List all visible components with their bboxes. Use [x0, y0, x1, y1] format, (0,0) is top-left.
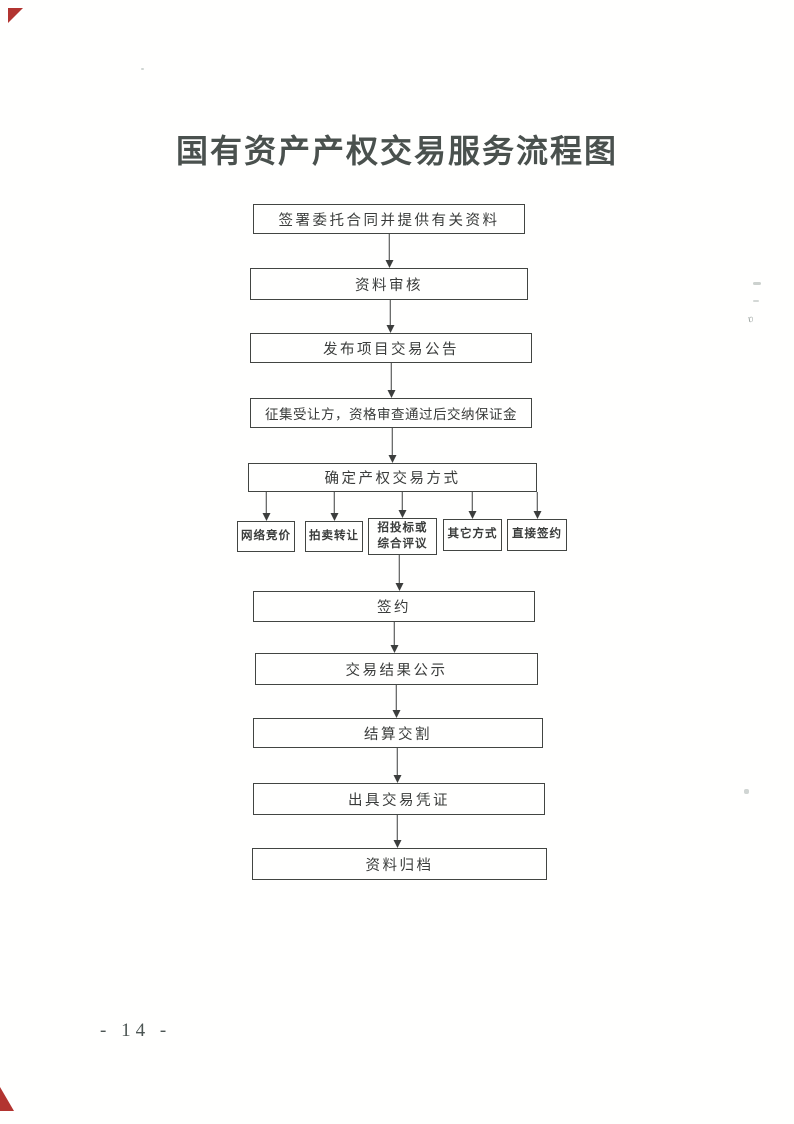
method-auction-transfer: 拍卖转让	[305, 521, 363, 552]
method-label-line1: 招投标或	[377, 521, 428, 534]
red-corner-mark-bottom-left	[0, 1087, 14, 1111]
flow-arrow	[392, 748, 403, 783]
flow-arrow-branch	[532, 492, 543, 519]
flow-arrow-branch	[467, 492, 478, 519]
red-corner-mark-top-left	[8, 8, 23, 23]
flow-arrow	[389, 622, 400, 653]
method-other: 其它方式	[443, 519, 502, 551]
step-result-publicity: 交易结果公示	[255, 653, 538, 685]
flow-arrow	[394, 555, 405, 591]
method-tender-or-evaluation: 招投标或 综合评议	[368, 518, 437, 555]
page-number: - 14 -	[100, 1020, 172, 1041]
flow-arrow	[386, 363, 397, 398]
scan-artifact	[753, 282, 761, 285]
flow-arrow	[384, 234, 395, 268]
flow-arrow	[392, 815, 403, 848]
step-material-review: 资料审核	[250, 268, 528, 300]
step-sign-agreement: 签约	[253, 591, 535, 622]
flow-arrow	[385, 300, 396, 333]
step-solicit-transferees: 征集受让方，资格审查通过后交纳保证金	[250, 398, 532, 428]
scan-artifact	[141, 68, 144, 70]
scan-artifact: ʋ	[747, 312, 754, 326]
step-archive: 资料归档	[252, 848, 547, 880]
scan-artifact	[744, 789, 749, 794]
flow-arrow	[387, 428, 398, 463]
page-title: 国有资产产权交易服务流程图	[175, 133, 618, 169]
step-issue-certificate: 出具交易凭证	[253, 783, 545, 815]
flow-arrow-branch	[261, 492, 272, 521]
flow-arrow-branch	[329, 492, 340, 521]
step-publish-announcement: 发布项目交易公告	[250, 333, 532, 363]
step-determine-trade-method: 确定产权交易方式	[248, 463, 537, 492]
step-sign-entrust-contract: 签署委托合同并提供有关资料	[253, 204, 525, 234]
flow-arrow-branch	[397, 492, 408, 518]
flow-arrow	[391, 685, 402, 718]
method-direct-signing: 直接签约	[507, 519, 567, 551]
method-network-bidding: 网络竞价	[237, 521, 295, 552]
scan-artifact	[753, 300, 759, 302]
step-settlement-delivery: 结算交割	[253, 718, 543, 748]
method-label-line2: 综合评议	[377, 537, 428, 550]
